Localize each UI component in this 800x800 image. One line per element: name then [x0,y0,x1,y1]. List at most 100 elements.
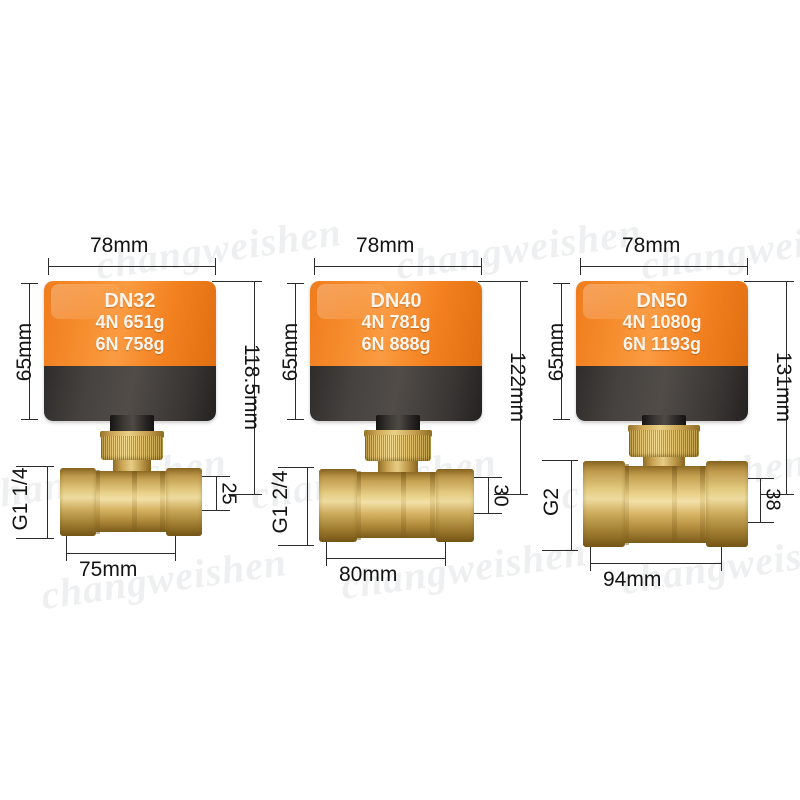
valve-knurled-nut-dn32 [101,436,163,460]
actuator-bottom-dark [576,366,748,421]
actuator-model-label: DN32 [104,290,156,313]
dim-line-overall-dn40 [520,281,521,494]
actuator-top-orange [310,281,482,367]
actuator-housing-dn32: DN32 4N 651g 6N 758g [44,281,216,421]
dim-label-body-length-dn40: 80mm [339,563,398,586]
actuator-housing-dn50: DN50 4N 1080g 6N 1193g [576,281,748,421]
ext-line-thread-top [542,460,574,461]
valve-port-left [583,461,625,547]
dim-line-width-dn50 [580,266,748,267]
dim-tick-left [580,258,581,275]
valve-port-left [319,469,357,542]
actuator-torque-4n-label: 4N 1080g [622,312,702,333]
dim-line-height-dn32 [29,283,30,419]
valve-body-ring [160,471,165,532]
ext-line-port-top [458,477,502,478]
dim-tick-bottom [287,419,304,420]
dim-tick-bottom [553,419,570,420]
dim-tick-right [721,545,722,571]
dim-tick-left [590,545,591,571]
valve-body-ring [430,472,435,538]
ext-line-thread-bot [278,545,310,546]
dim-label-body-length-dn32: 75mm [79,558,138,581]
actuator-label-block-dn40: DN40 4N 781g 6N 888g [310,281,482,366]
dim-label-actuator-width-dn32: 78mm [90,234,149,257]
ext-line-port-bot [186,510,230,511]
dim-label-thread-size-dn50: G2 [540,488,563,517]
dim-tick-right [215,258,216,275]
dim-label-port-depth-dn40: 30 [489,484,512,507]
dim-line-width-dn32 [48,266,216,267]
dim-label-overall-height-dn40: 122mm [506,351,529,423]
dim-line-body-length-dn40 [326,558,446,559]
ext-line-thread-bot [16,538,50,539]
dim-label-thread-size-dn40: G1 2/4 [269,470,292,534]
ext-line-thread-bot [542,550,574,551]
dim-line-height-dn40 [295,283,296,419]
ext-line-port-top [730,478,774,479]
dim-tick-top [287,283,304,284]
dim-label-port-depth-dn50: 38 [761,488,784,511]
valve-port-right [706,461,748,547]
dim-label-port-depth-dn32: 25 [217,482,240,505]
dim-tick-right [747,258,748,275]
dim-line-body-length-dn32 [66,553,176,554]
valve-nut-cap-dn32 [100,431,164,438]
dim-label-body-length-dn50: 94mm [603,568,662,591]
valve-assembly-dn50: 78mm 65mm 131mm DN50 4N 1080g 6N 1193g [532,0,800,800]
dim-label-thread-size-dn32: G1 1/4 [9,467,32,531]
actuator-model-label: DN40 [370,290,422,313]
valve-body-ring [672,466,677,543]
valve-nut-cap-dn50 [628,425,700,432]
actuator-label-block-dn50: DN50 4N 1080g 6N 1193g [576,281,748,366]
actuator-torque-4n-label: 4N 651g [95,312,165,333]
valve-knurled-nut-dn40 [365,435,431,461]
valve-body-ring [132,471,137,532]
valve-body-ring [700,466,705,543]
valve-assembly-dn32: 78mm 65mm 118.5mm DN32 4N 651g 6N 758g [0,0,268,800]
actuator-torque-6n-label: 6N 758g [95,334,165,355]
dim-label-actuator-width-dn50: 78mm [622,234,681,257]
dim-line-overall-dn32 [254,281,255,494]
valve-body-ring [357,471,361,540]
ext-line-top [212,281,262,282]
dim-tick-right [175,535,176,561]
dim-tick-bottom [21,419,38,420]
ext-line-thread-top [16,466,50,467]
dim-tick-left [314,258,315,275]
dim-line-port-depth-dn50 [760,478,761,522]
actuator-label-block-dn32: DN32 4N 651g 6N 758g [44,281,216,366]
ext-line-bottom [760,494,794,495]
valve-port-left [60,468,96,536]
actuator-model-label: DN50 [636,290,688,313]
dim-label-actuator-height-dn50: 65mm [545,322,568,382]
dim-label-overall-height-dn32: 118.5mm [240,344,263,430]
actuator-bottom-dark [310,366,482,421]
actuator-bottom-dark [44,366,216,421]
dim-tick-top [553,283,570,284]
valve-body-ring [625,464,629,545]
dim-line-width-dn40 [314,266,482,267]
dim-line-port-depth-dn32 [216,476,217,510]
dim-line-port-depth-dn40 [488,477,489,513]
valve-body-ring [401,472,406,538]
dim-line-body-length-dn50 [590,563,722,564]
dim-line-thread-dn40 [307,467,308,545]
valve-knurled-nut-dn50 [629,430,699,457]
dim-tick-right [445,540,446,566]
actuator-top-orange [44,281,216,367]
valve-assembly-dn40: 78mm 65mm 122mm DN40 4N 781g 6N 888g [266,0,534,800]
valve-port-right [166,468,202,536]
ext-line-port-top [186,476,230,477]
dim-line-thread-dn32 [47,466,48,538]
dim-label-actuator-width-dn40: 78mm [356,234,415,257]
valve-port-right [436,469,474,542]
valve-nut-cap-dn40 [364,430,432,437]
valve-body-ring [96,470,100,534]
dim-line-thread-dn50 [571,460,572,550]
ext-line-thread-top [278,467,310,468]
ext-line-port-bot [458,513,502,514]
actuator-torque-4n-label: 4N 781g [361,312,431,333]
dim-tick-left [48,258,49,275]
